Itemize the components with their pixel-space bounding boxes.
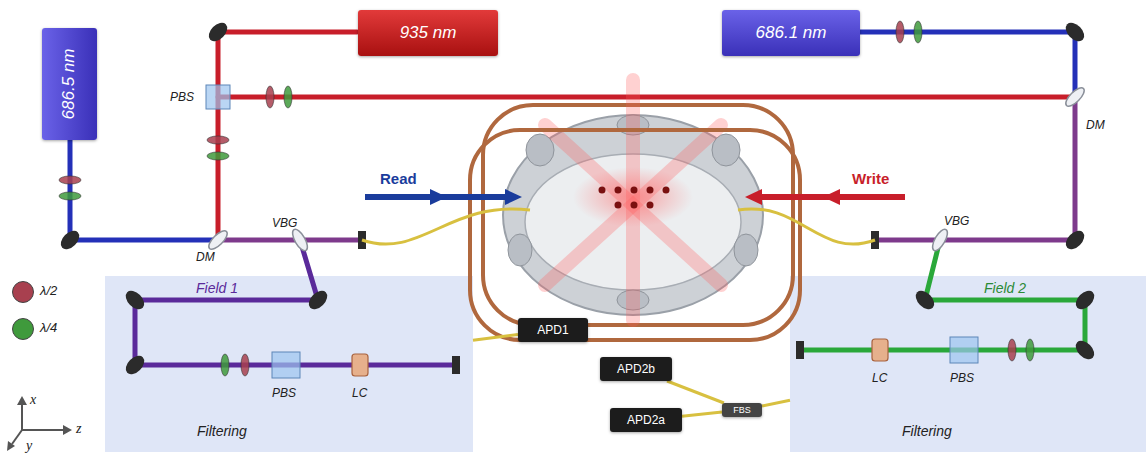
optical-fiber: [682, 412, 722, 416]
legend-text: λ/2: [40, 283, 57, 298]
box-label: FBS: [733, 405, 751, 415]
field-label: Field 2: [984, 280, 1026, 296]
detector-box: APD2a: [610, 408, 682, 432]
box-label: 935 nm: [400, 23, 457, 43]
component-label: DM: [1086, 118, 1105, 132]
legend-text: λ/4: [40, 320, 57, 335]
panel-title: Filtering: [902, 423, 952, 439]
box-label: APD2a: [627, 413, 665, 427]
detector-box: APD1: [518, 318, 588, 342]
axis-label: z: [76, 421, 81, 437]
fiber-beam-splitter: FBS: [722, 403, 762, 417]
optical-fiber: [762, 400, 790, 406]
laser-box: 935 nm: [358, 10, 498, 56]
legend-swatch: [12, 318, 34, 340]
field-label: Field 1: [196, 280, 238, 296]
component-label: VBG: [944, 214, 969, 228]
component-label: LC: [352, 386, 367, 400]
box-label: APD2b: [617, 362, 655, 376]
component-label: PBS: [950, 371, 974, 385]
legend-swatch: [12, 281, 34, 303]
component-label: DM: [196, 250, 215, 264]
box-label: 686.1 nm: [756, 23, 827, 43]
laser-box: 686.5 nm: [42, 28, 97, 140]
component-label: PBS: [272, 386, 296, 400]
beam-label: Read: [380, 170, 417, 187]
laser-box: 686.1 nm: [722, 10, 860, 56]
detector-box: APD2b: [600, 357, 672, 381]
component-label: VBG: [272, 216, 297, 230]
axis-label: y: [26, 438, 32, 454]
axis-label: x: [30, 392, 36, 408]
box-label: 686.5 nm: [60, 49, 80, 120]
panel-title: Filtering: [197, 423, 247, 439]
optical-fiber: [473, 335, 518, 341]
component-label: LC: [872, 371, 887, 385]
component-label: PBS: [170, 90, 194, 104]
box-label: APD1: [537, 323, 568, 337]
beam-label: Write: [852, 170, 889, 187]
optical-fiber: [667, 381, 724, 403]
